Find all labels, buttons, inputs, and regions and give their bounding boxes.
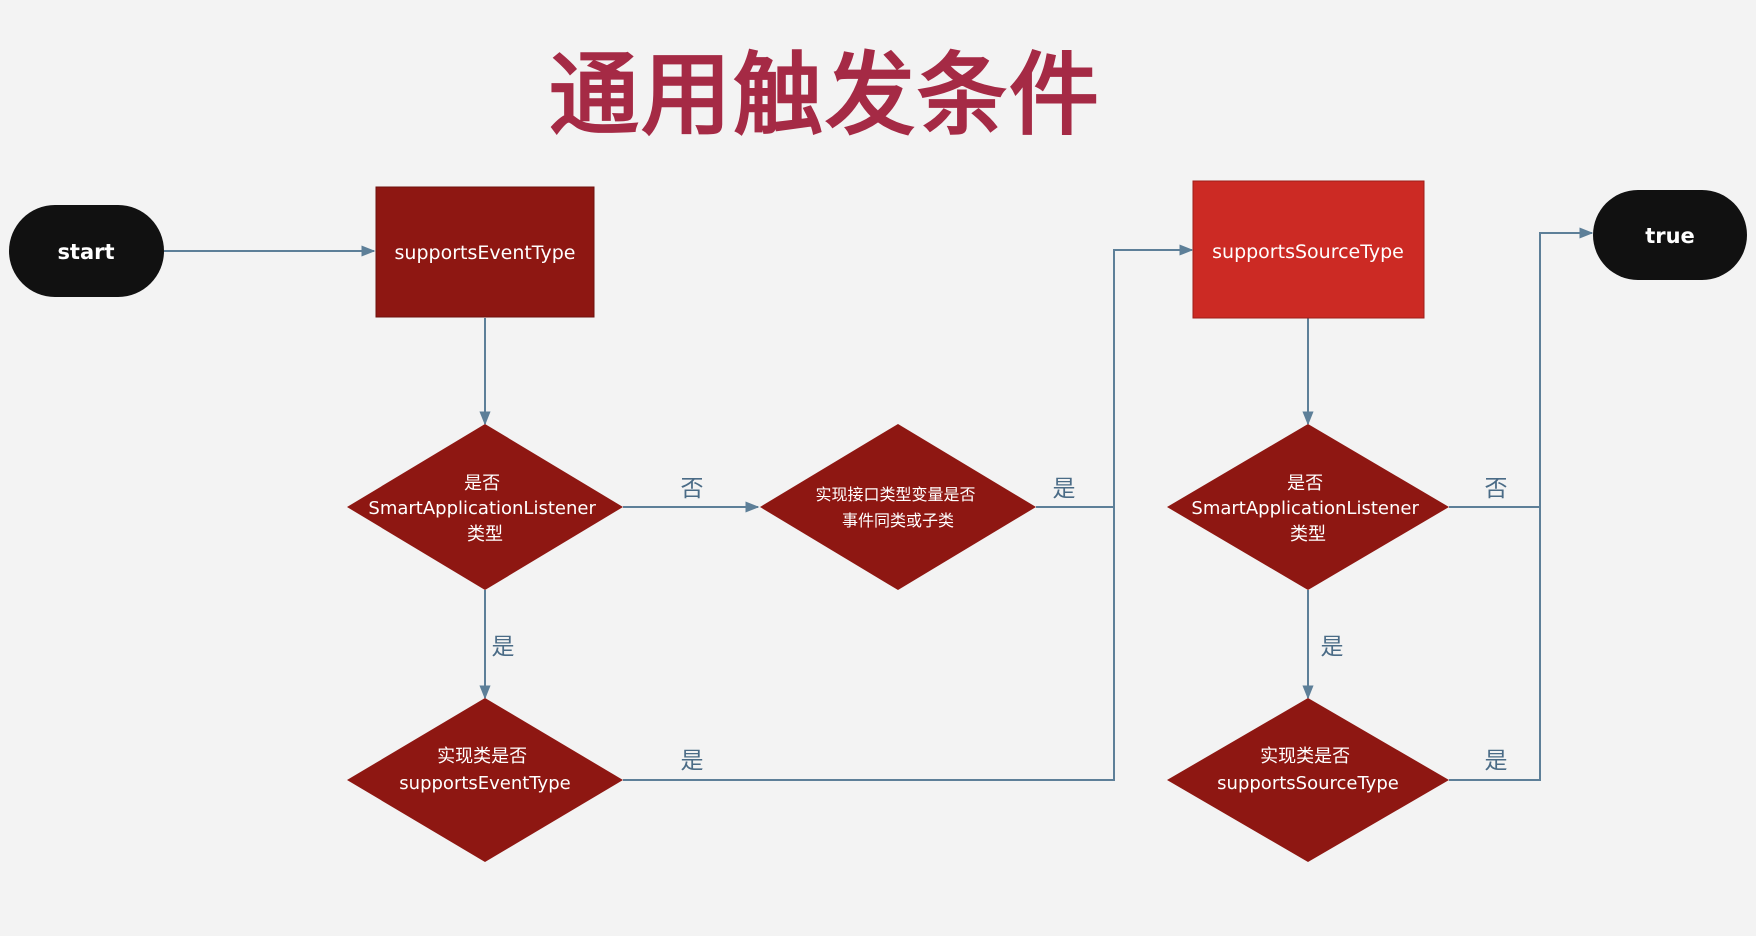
start-label: start bbox=[57, 240, 114, 264]
decision-smart-listener-2 bbox=[1167, 424, 1449, 590]
edge-label-smart2-yes: 是 bbox=[1321, 634, 1344, 660]
true-terminal bbox=[1593, 190, 1747, 280]
edge-source-impl-to-merge bbox=[1449, 507, 1541, 781]
edge-label-interface-yes: 是 bbox=[1053, 476, 1076, 502]
true-label: true bbox=[1645, 224, 1695, 248]
decision-smart-listener-1 bbox=[347, 424, 623, 590]
edge-label-smart2-no: 否 bbox=[1485, 476, 1508, 502]
edge-label-smart1-yes: 是 bbox=[492, 634, 515, 660]
edge-merge-to-source-type bbox=[1113, 244, 1194, 507]
start-terminal bbox=[9, 205, 164, 297]
decision-smart-listener-1-label: 是否 SmartApplicationListener 类型 bbox=[368, 473, 601, 545]
supports-event-type-box bbox=[375, 186, 595, 318]
decision-interface-type-label: 实现接口类型变量是否 事件同类或子类 bbox=[815, 485, 980, 530]
connectors bbox=[164, 227, 1594, 781]
edge-label-event-impl-yes: 是 bbox=[681, 748, 704, 774]
decision-source-type-impl bbox=[1167, 698, 1449, 862]
supports-source-type-label: supportsSourceType bbox=[1212, 241, 1404, 263]
supports-source-type-box bbox=[1192, 180, 1425, 319]
decision-source-type-impl-label: 实现类是否 supportsSourceType bbox=[1217, 746, 1399, 794]
edge-merge-to-true bbox=[1539, 227, 1594, 507]
decision-smart-listener-2-label: 是否 SmartApplicationListener 类型 bbox=[1191, 473, 1424, 545]
supports-event-type-label: supportsEventType bbox=[395, 242, 576, 264]
edge-label-source-impl-yes: 是 bbox=[1485, 748, 1508, 774]
page-title: 通用触发条件 bbox=[549, 43, 1101, 148]
edge-label-smart1-no: 否 bbox=[681, 476, 704, 502]
decision-event-type-impl bbox=[347, 698, 623, 862]
decision-event-type-impl-label: 实现类是否 supportsEventType bbox=[399, 746, 570, 794]
edge-event-impl-to-merge bbox=[623, 507, 1115, 781]
decision-interface-type bbox=[760, 424, 1036, 590]
